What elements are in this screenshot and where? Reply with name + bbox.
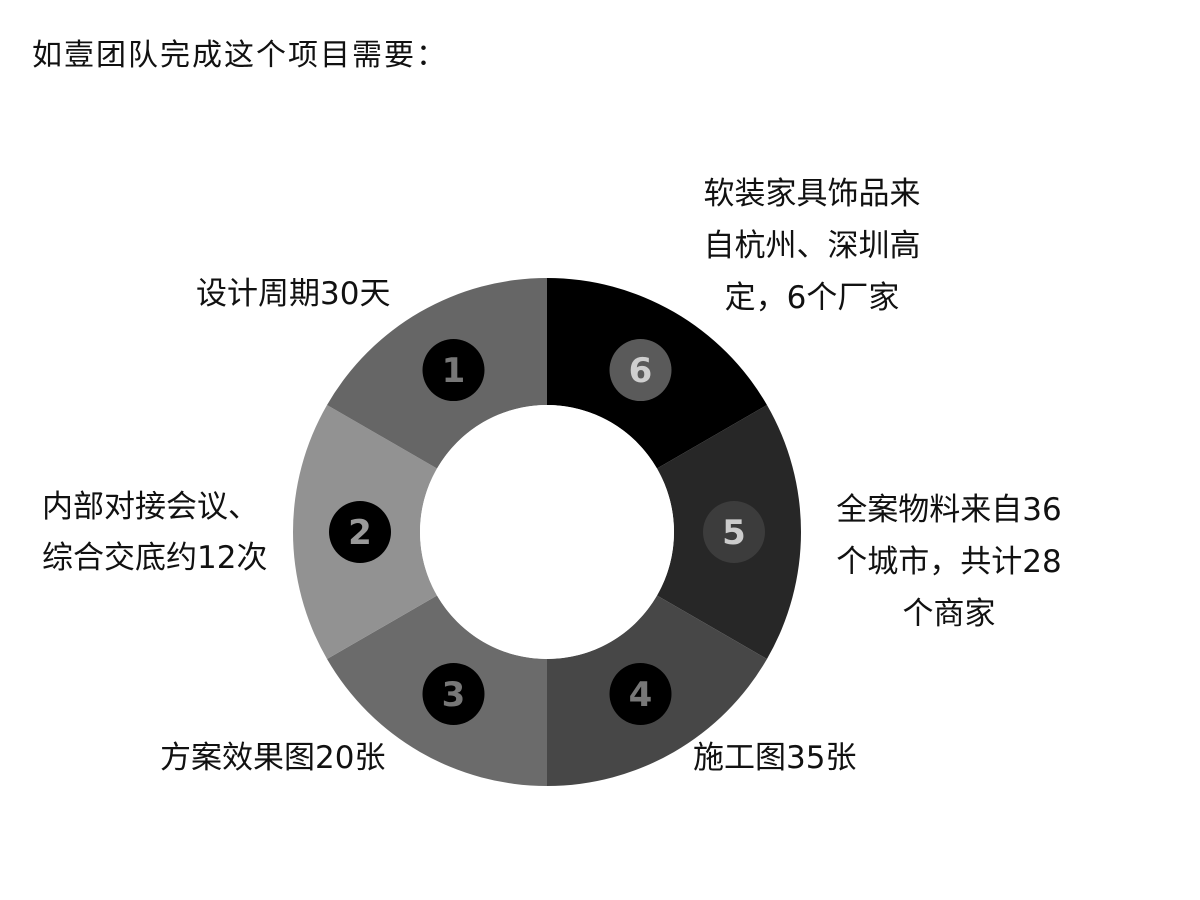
segment-badge-2 <box>329 501 391 563</box>
segment-number-2: 2 <box>348 513 372 553</box>
segment-label-5-line-2: 个城市，共计28 <box>836 544 1062 580</box>
segment-label-5: 全案物料来自36 个城市，共计28 个商家 <box>826 484 1072 640</box>
segment-label-2: 内部对接会议、 综合交底约12次 <box>42 482 267 584</box>
page-title: 如壹团队完成这个项目需要： <box>32 38 448 73</box>
segment-number-6: 6 <box>629 351 653 391</box>
segment-label-6-line-3: 定，6个厂家 <box>724 280 900 316</box>
segment-label-5-line-3: 个商家 <box>902 596 996 632</box>
segment-number-5: 5 <box>722 513 746 553</box>
segment-badge-5 <box>703 501 765 563</box>
segment-badge-1 <box>422 339 485 402</box>
segment-badge-4 <box>609 662 672 725</box>
segment-badge-3 <box>422 662 485 725</box>
segment-label-1-line-1: 设计周期30天 <box>196 276 391 312</box>
segment-label-2-line-1: 内部对接会议、 <box>42 489 259 525</box>
segment-label-3: 方案效果图20张 <box>160 732 385 784</box>
segment-label-6-line-2: 自杭州、深圳高 <box>703 228 921 264</box>
segment-label-6: 软装家具饰品来 自杭州、深圳高 定，6个厂家 <box>686 168 938 324</box>
ring-center <box>420 405 674 659</box>
segment-number-4: 4 <box>629 675 653 715</box>
segment-number-1: 1 <box>442 351 466 391</box>
segment-label-6-line-1: 软装家具饰品来 <box>703 176 921 212</box>
segment-label-3-line-1: 方案效果图20张 <box>160 740 386 776</box>
segment-number-3: 3 <box>442 675 466 715</box>
segment-label-2-line-2: 综合交底约12次 <box>42 540 268 576</box>
segment-label-1: 设计周期30天 <box>196 268 390 320</box>
segment-label-5-line-1: 全案物料来自36 <box>836 492 1062 528</box>
segment-label-4-line-1: 施工图35张 <box>693 740 857 776</box>
segment-label-4: 施工图35张 <box>693 732 856 784</box>
segment-badge-6 <box>609 339 672 402</box>
